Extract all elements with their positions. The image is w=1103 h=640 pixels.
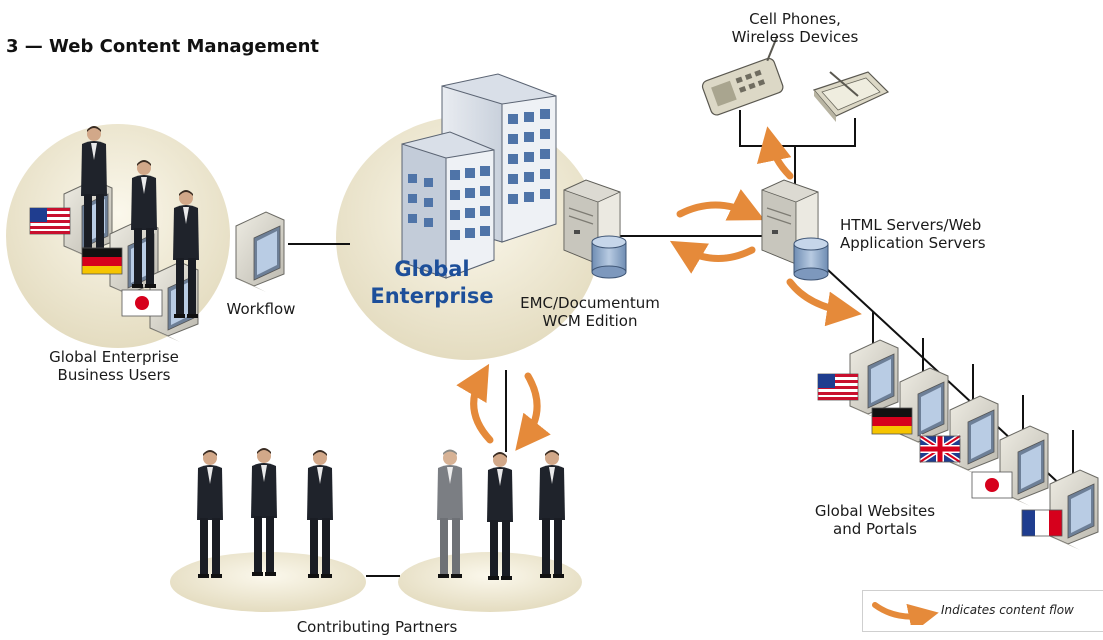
flow-arrow-to-websites xyxy=(786,278,862,327)
partners-label: Contributing Partners xyxy=(296,618,458,636)
hub-label: Global Enterprise xyxy=(368,256,496,310)
flow-arrow-to-devices xyxy=(756,126,794,180)
workflow-label: Workflow xyxy=(226,300,296,318)
cell-phones-label: Cell Phones, Wireless Devices xyxy=(731,10,859,46)
flag-us-site xyxy=(817,373,859,401)
html-servers-label: HTML Servers/Web Application Servers xyxy=(840,216,986,252)
flag-de-site xyxy=(871,407,913,435)
page-title: 3 — Web Content Management xyxy=(6,36,320,57)
emc-database xyxy=(591,235,627,279)
enterprise-building xyxy=(401,73,557,279)
workflow-monitor xyxy=(235,211,285,293)
flag-uk-site xyxy=(920,436,960,462)
flag-jp-user xyxy=(121,289,163,317)
emc-label: EMC/Documentum WCM Edition xyxy=(520,294,660,330)
content-flow-arrows xyxy=(456,126,862,451)
hub-label-line1: Global xyxy=(394,257,470,281)
flow-arrow-emc-to-html xyxy=(676,189,765,221)
business-users-label: Global Enterprise Business Users xyxy=(49,348,179,384)
flag-de-user xyxy=(81,247,123,275)
legend: Indicates content flow xyxy=(862,590,1103,632)
cell-phone-icon xyxy=(701,35,784,116)
flag-us-user xyxy=(29,207,71,235)
flag-fr-site xyxy=(1021,509,1063,537)
wireless-device-icon xyxy=(812,71,890,122)
websites-label: Global Websites and Portals xyxy=(814,502,936,538)
content-flow-legend-arrow-icon xyxy=(872,602,939,625)
partner-person-6 xyxy=(539,450,565,578)
flag-jp-site xyxy=(971,471,1013,499)
flow-arrow-partners-up xyxy=(456,363,494,444)
hub-label-line2: Enterprise xyxy=(370,284,494,308)
flow-arrow-html-to-emc xyxy=(669,240,756,274)
html-database xyxy=(793,237,829,281)
flow-arrow-hub-down xyxy=(515,372,551,451)
legend-text: Indicates content flow xyxy=(941,603,1074,617)
